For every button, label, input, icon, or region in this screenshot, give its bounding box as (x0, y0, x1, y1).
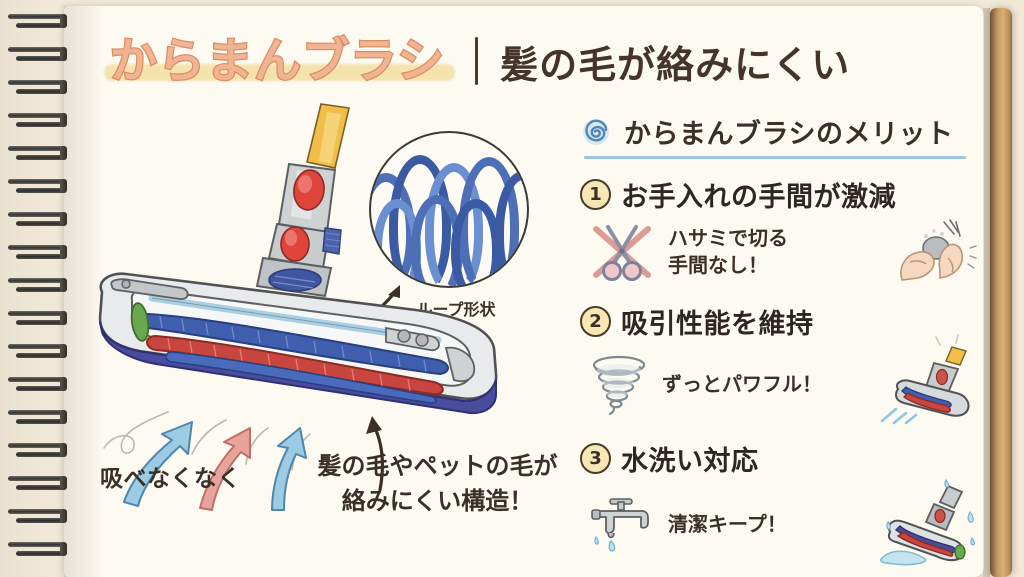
merit-1-subtext-line2: 手間なし！ (668, 253, 768, 277)
caption-pointer-arrow (366, 416, 385, 492)
spiral-coil (6, 146, 68, 163)
vacuum-head-body (98, 272, 498, 414)
merit-3-body: 清潔キープ！ (580, 478, 980, 566)
airflow-arrows (103, 411, 311, 511)
spiral-coil (6, 245, 68, 262)
spiral-coil (6, 80, 68, 97)
merit-3-number: 3 (580, 443, 611, 474)
merit-1-number: 1 (580, 179, 611, 210)
notebook-cover-edge (990, 8, 1012, 577)
vacuum-wand (255, 103, 350, 298)
merits-heading: からまんブラシのメリット (624, 119, 954, 150)
spiral-coil (6, 311, 68, 328)
vacuum-illustration-group: ループ形状 (86, 103, 566, 564)
spiral-icon (583, 118, 609, 145)
caption-structure-line1: 髪の毛やペットの毛が (317, 452, 558, 480)
vacuum-head-washing-icon (880, 478, 975, 566)
merit-3-title: 水洗い対応 (617, 439, 764, 478)
spiral-coil (6, 476, 68, 493)
spiral-binding (0, 0, 92, 577)
header: からまんブラシ 髪の毛が絡みにくい (104, 22, 964, 100)
merits-heading-row: からまんブラシのメリット (580, 112, 980, 159)
hands-cleaning-brush-icon (900, 219, 977, 281)
merit-item-1: 1 お手入れの手間が激減 ハサミで切る 手間なし！ (580, 175, 980, 286)
caption-structure-line2: 絡みにくい構造！ (338, 484, 536, 519)
scissors-crossed-out-icon (593, 225, 651, 281)
merits-panel: からまんブラシのメリット 1 お手入れの手間が激減 (580, 112, 980, 566)
caption-structure: 髪の毛やペットの毛が 絡みにくい構造！ (300, 449, 575, 519)
spiral-coil (6, 113, 68, 130)
faucet-icon (591, 498, 649, 552)
merit-2-title-row: 2 吸引性能を維持 (580, 302, 980, 341)
title-wrapper: からまんブラシ (104, 33, 456, 89)
merit-item-3: 3 水洗い対応 清潔キープ！ (580, 439, 980, 566)
merit-2-body: ずっとパワフル！ (580, 334, 980, 425)
loop-magnifier-circle (369, 131, 529, 288)
spiral-coil (6, 14, 68, 31)
title-divider (475, 37, 479, 85)
merit-1-title: お手入れの手間が激減 (617, 175, 902, 214)
merit-1-title-row: 1 お手入れの手間が激減 (580, 175, 980, 214)
merit-2-title: 吸引性能を維持 (617, 302, 819, 341)
spiral-coil (6, 344, 68, 361)
merit-2-subtext-line1: ずっとパワフル！ (662, 371, 822, 396)
caption-suction: 吸べなくなく (100, 466, 241, 492)
merit-3-subtext: 清潔キープ！ (668, 511, 787, 538)
spiral-coil (6, 542, 68, 559)
spiral-coil (6, 212, 68, 229)
merit-1-subtext: ハサミで切る 手間なし！ (668, 225, 788, 279)
vacuum-head-suction-icon (880, 334, 970, 425)
title-highlight (104, 63, 456, 81)
merit-2-number: 2 (580, 306, 611, 337)
page-subtitle: 髪の毛が絡みにくい (500, 42, 851, 87)
page-title: からまんブラシ (109, 33, 446, 89)
spiral-coil (6, 179, 68, 196)
spiral-coil (6, 47, 68, 64)
merit-1-body: ハサミで切る 手間なし！ (580, 218, 980, 286)
spiral-coil (6, 278, 68, 295)
merit-3-title-row: 3 水洗い対応 (580, 439, 980, 478)
spiral-coil (6, 377, 68, 394)
merit-3-subtext-line1: 清潔キープ！ (668, 511, 787, 536)
tornado-icon (592, 355, 646, 416)
notebook-cover-inner-edge (983, 8, 990, 577)
spiral-coil (6, 509, 68, 526)
spiral-coil (6, 410, 68, 427)
merit-1-subtext-line1: ハサミで切る (668, 226, 788, 250)
merit-2-subtext: ずっとパワフル！ (662, 371, 822, 398)
spiral-coil (6, 443, 68, 460)
merits-heading-underline (584, 156, 966, 159)
merit-item-2: 2 吸引性能を維持 (580, 302, 980, 425)
